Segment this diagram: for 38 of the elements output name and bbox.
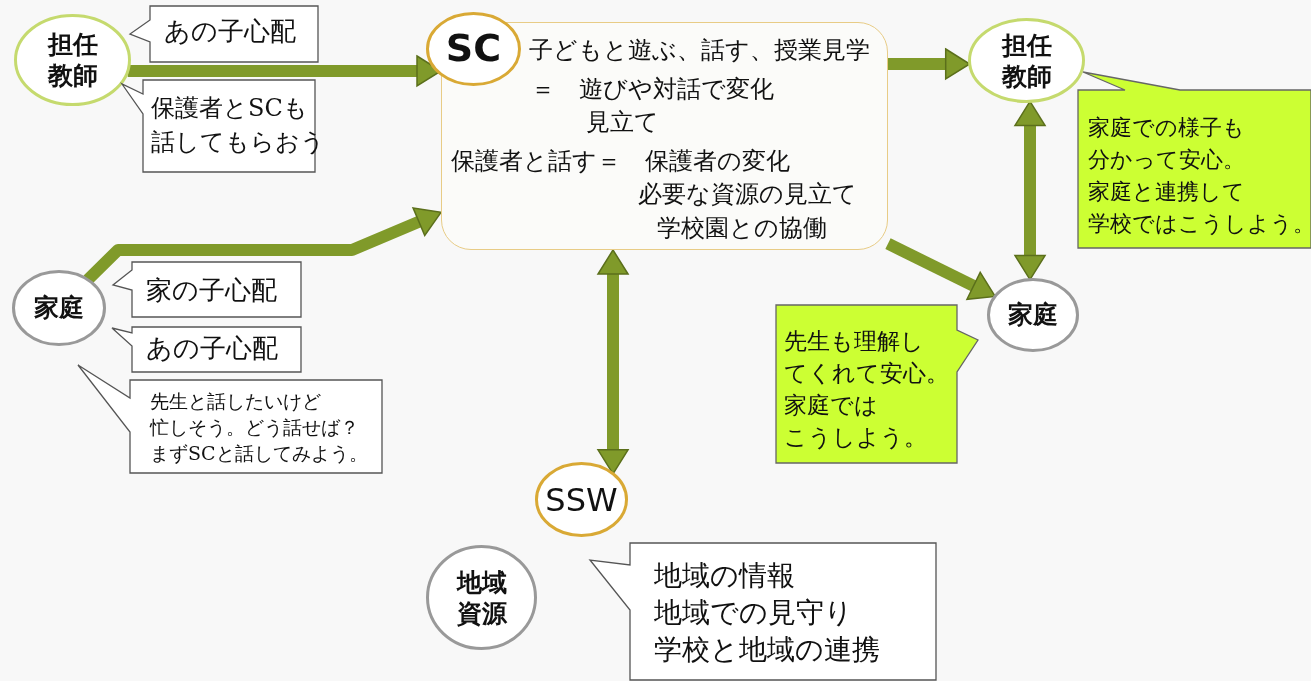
bubble-text: 家庭での様子も分かって安心。家庭と連携して学校ではこうしよう。 (1088, 114, 1311, 238)
node-label: SC (444, 25, 503, 73)
bubble-text: 先生と話したいけど忙しそう。どう話せば？まずSCと話してみよう。 (150, 389, 368, 466)
bubble-text: 家の子心配 (146, 274, 277, 307)
block-arrow (885, 238, 996, 300)
ellipse-node (535, 462, 628, 537)
ellipse-node (426, 545, 537, 650)
speech-bubble (112, 327, 301, 372)
ellipse-node (14, 14, 131, 106)
box-text: 学校園との協働 (657, 213, 827, 243)
box-text: 見立て (586, 107, 659, 137)
block-arrow (597, 249, 629, 475)
speech-bubble (78, 365, 382, 473)
ellipse-node (12, 270, 106, 346)
box-text: 保護者と話す＝ 保護者の変化 (451, 146, 790, 176)
speech-bubble (130, 6, 318, 62)
node-label: 地域資源 (455, 566, 508, 629)
bubble-text: あの子心配 (164, 15, 296, 48)
speech-bubble (776, 305, 978, 463)
node-label: 家庭 (1007, 299, 1059, 331)
box-text: 必要な資源の見立て (638, 179, 857, 209)
rounded-box (441, 22, 888, 250)
node-label: 家庭 (33, 292, 85, 324)
node-label: SSW (544, 479, 619, 520)
bubble-text: 先生も理解してくれて安心。家庭ではこうしよう。 (784, 327, 949, 452)
box-text: ＝ 遊びや対話で変化 (531, 74, 774, 104)
speech-bubble (113, 262, 301, 317)
bubble-text: 保護者とSCも話してもらおう (151, 93, 325, 158)
speech-bubble (590, 543, 936, 680)
node-label: 担任教師 (46, 28, 99, 92)
ellipse-node (987, 278, 1079, 352)
box-text: 子どもと遊ぶ、話す、授業見学 (529, 35, 870, 65)
ellipse-node (968, 18, 1085, 103)
bubble-text: あの子心配 (146, 332, 278, 365)
bubble-text: 地域の情報地域での見守り学校と地域の連携 (654, 558, 880, 668)
block-arrow (83, 207, 442, 284)
speech-bubble (1078, 72, 1311, 248)
node-label: 担任教師 (1000, 29, 1053, 92)
